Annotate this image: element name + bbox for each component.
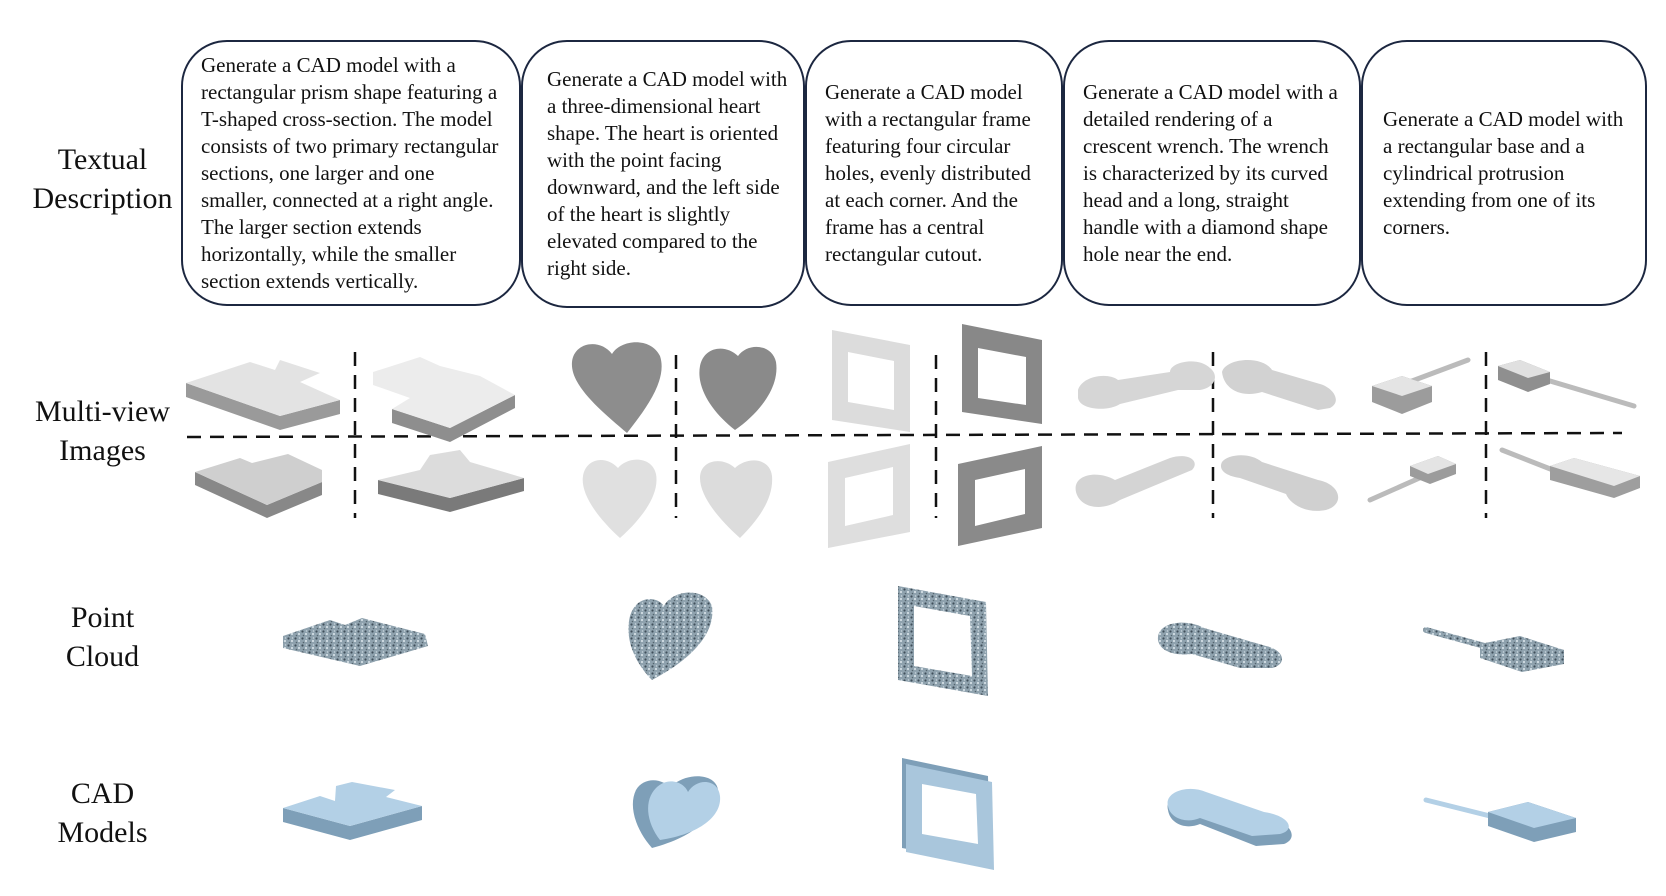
base-cylinder-view <box>1372 357 1471 414</box>
t-shape-side <box>186 383 340 430</box>
base-cylinder-view <box>1498 360 1637 409</box>
t-shape-view <box>373 357 515 442</box>
frame-view <box>958 446 1042 546</box>
t-shape-side <box>392 395 515 442</box>
cad-model-t-shape <box>283 782 422 840</box>
multiview-wrench <box>1075 360 1339 511</box>
description-text: Generate a CAD model with a detailed ren… <box>1083 79 1338 266</box>
cad-model-base-cylinder <box>1423 797 1576 842</box>
row-label-line: Point <box>70 601 135 634</box>
multiview-heart <box>571 342 777 538</box>
frame-view <box>962 324 1042 424</box>
point-cloud-row <box>283 586 1564 696</box>
t-shape-view <box>186 360 340 430</box>
frame-view <box>828 444 910 548</box>
description-box-5: Generate a CAD model with a rectangular … <box>1361 40 1647 306</box>
cad-model-wrench <box>1167 788 1292 846</box>
t-shape-side <box>195 472 322 518</box>
description-text: Generate a CAD model with a rectangular … <box>825 79 1031 266</box>
description-box-1: Generate a CAD model with a rectangular … <box>181 40 521 306</box>
cad-model-row <box>283 758 1576 870</box>
description-text: Generate a CAD model with a rectangular … <box>1383 106 1624 239</box>
row-label-line: Models <box>57 816 148 849</box>
point-cloud-base-cylinder <box>1423 627 1564 672</box>
heart-view <box>700 460 773 538</box>
point-cloud-t-shape <box>283 618 428 666</box>
multiview-separator-horizontal <box>186 431 1623 439</box>
multiview-base-cylinder <box>1367 357 1640 503</box>
point-cloud-frame <box>898 586 988 696</box>
cad-model-heart <box>632 776 721 848</box>
row-label-point-cloud: Point Cloud <box>0 598 205 676</box>
heart-view <box>699 346 777 430</box>
t-shape-top <box>378 450 524 498</box>
t-shape-top <box>373 357 515 428</box>
multiview-frame <box>828 324 1042 548</box>
frame-view <box>832 330 910 432</box>
row-label-cad-models: CAD Models <box>0 774 205 852</box>
wrench-view <box>1075 456 1195 507</box>
t-shape-view <box>195 454 322 518</box>
description-box-4: Generate a CAD model with a detailed ren… <box>1063 40 1361 306</box>
heart-view <box>582 459 657 538</box>
row-label-line: Images <box>59 434 146 467</box>
point-cloud-wrench <box>1157 622 1283 668</box>
wrench-view <box>1078 361 1215 409</box>
cad-model-frame <box>902 758 994 870</box>
row-label-line: Multi-view <box>35 395 170 428</box>
description-box-2: Generate a CAD model with a three-dimens… <box>521 40 805 308</box>
description-box-3: Generate a CAD model with a rectangular … <box>805 40 1063 306</box>
multiview-separators <box>186 352 1623 518</box>
t-shape-top <box>186 360 340 416</box>
t-shape-view <box>378 450 524 512</box>
multiview-t-shape <box>186 357 524 518</box>
point-cloud-heart <box>628 592 713 680</box>
base-cylinder-view <box>1499 447 1640 498</box>
description-text: Generate a CAD model with a rectangular … <box>201 52 499 293</box>
wrench-view <box>1220 455 1339 511</box>
t-shape-top <box>195 454 322 505</box>
row-label-textual-description: Textual Description <box>0 140 205 218</box>
row-label-line: Description <box>32 182 173 215</box>
base-cylinder-view <box>1367 456 1456 503</box>
heart-view <box>571 342 662 433</box>
row-label-line: Cloud <box>65 640 140 673</box>
description-text: Generate a CAD model with a three-dimens… <box>547 67 788 280</box>
t-shape-side <box>378 478 524 512</box>
wrench-view <box>1222 360 1336 410</box>
row-label-line: Textual <box>57 143 148 176</box>
row-label-line: CAD <box>70 777 135 810</box>
row-label-multiview-images: Multi-view Images <box>0 392 205 470</box>
